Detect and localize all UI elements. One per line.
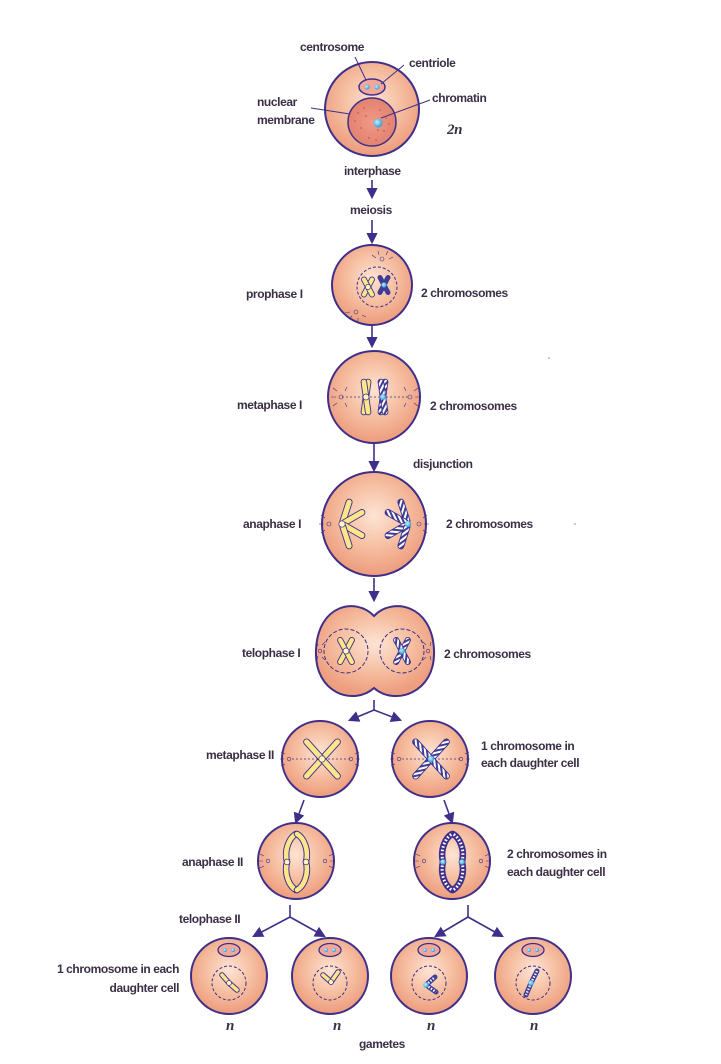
label-chromatin: chromatin <box>432 91 487 105</box>
gamete-3 <box>390 937 468 1015</box>
label-gametes: gametes <box>359 1037 405 1051</box>
label-centriole: centriole <box>409 56 456 70</box>
label-anaphase-1-count: 2 chromosomes <box>446 517 533 531</box>
label-anaphase-2-count-line1: 2 chromosomes in <box>507 847 607 861</box>
label-telophase-2: telophase II <box>179 912 241 926</box>
label-prophase-1: prophase I <box>246 287 303 301</box>
label-prophase-1-count: 2 chromosomes <box>421 286 508 300</box>
label-centrosome: centrosome <box>300 40 365 54</box>
anaphase-2-left-cell <box>257 822 335 900</box>
prophase-1-cell <box>331 244 413 326</box>
gamete-4 <box>494 937 572 1015</box>
label-interphase: interphase <box>344 164 401 178</box>
label-n-3: n <box>427 1018 435 1034</box>
label-metaphase-1-count: 2 chromosomes <box>430 399 517 413</box>
label-metaphase-2-count-line1: 1 chromosome in <box>481 739 575 753</box>
centrosome <box>358 78 386 96</box>
label-meiosis: meiosis <box>350 203 392 217</box>
label-ploidy-2n: 2n <box>447 122 463 138</box>
label-telophase-2-count-line2: daughter cell <box>109 981 180 995</box>
label-metaphase-2-count-line2: each daughter cell <box>481 756 580 770</box>
gamete-1 <box>190 937 268 1015</box>
nucleus <box>347 97 397 147</box>
label-membrane: membrane <box>257 113 315 127</box>
interphase-cell <box>324 61 420 157</box>
label-disjunction: disjunction <box>413 457 473 471</box>
metaphase-2-right-cell <box>390 720 470 798</box>
label-anaphase-1: anaphase I <box>243 517 302 531</box>
label-n-1: n <box>226 1018 234 1034</box>
gamete-2 <box>291 937 369 1015</box>
anaphase-2-right-cell <box>413 822 491 900</box>
label-telophase-2-count-line1: 1 chromosome in each <box>56 962 179 976</box>
label-telophase-1: telophase I <box>242 646 301 660</box>
chromatin <box>373 118 383 128</box>
label-anaphase-2-count-line2: each daughter cell <box>507 865 606 879</box>
anaphase-1-cell <box>319 471 429 577</box>
label-n-2: n <box>333 1018 341 1034</box>
label-nuclear: nuclear <box>257 95 297 109</box>
leader-lines <box>310 56 431 119</box>
label-metaphase-2: metaphase II <box>206 748 274 762</box>
metaphase-1-cell <box>327 350 421 444</box>
metaphase-2-left-cell <box>280 720 360 798</box>
telophase-1-cell <box>314 605 436 697</box>
label-telophase-1-count: 2 chromosomes <box>444 647 531 661</box>
label-anaphase-2: anaphase II <box>182 855 243 869</box>
label-metaphase-1: metaphase I <box>237 398 302 412</box>
label-n-4: n <box>530 1018 538 1034</box>
